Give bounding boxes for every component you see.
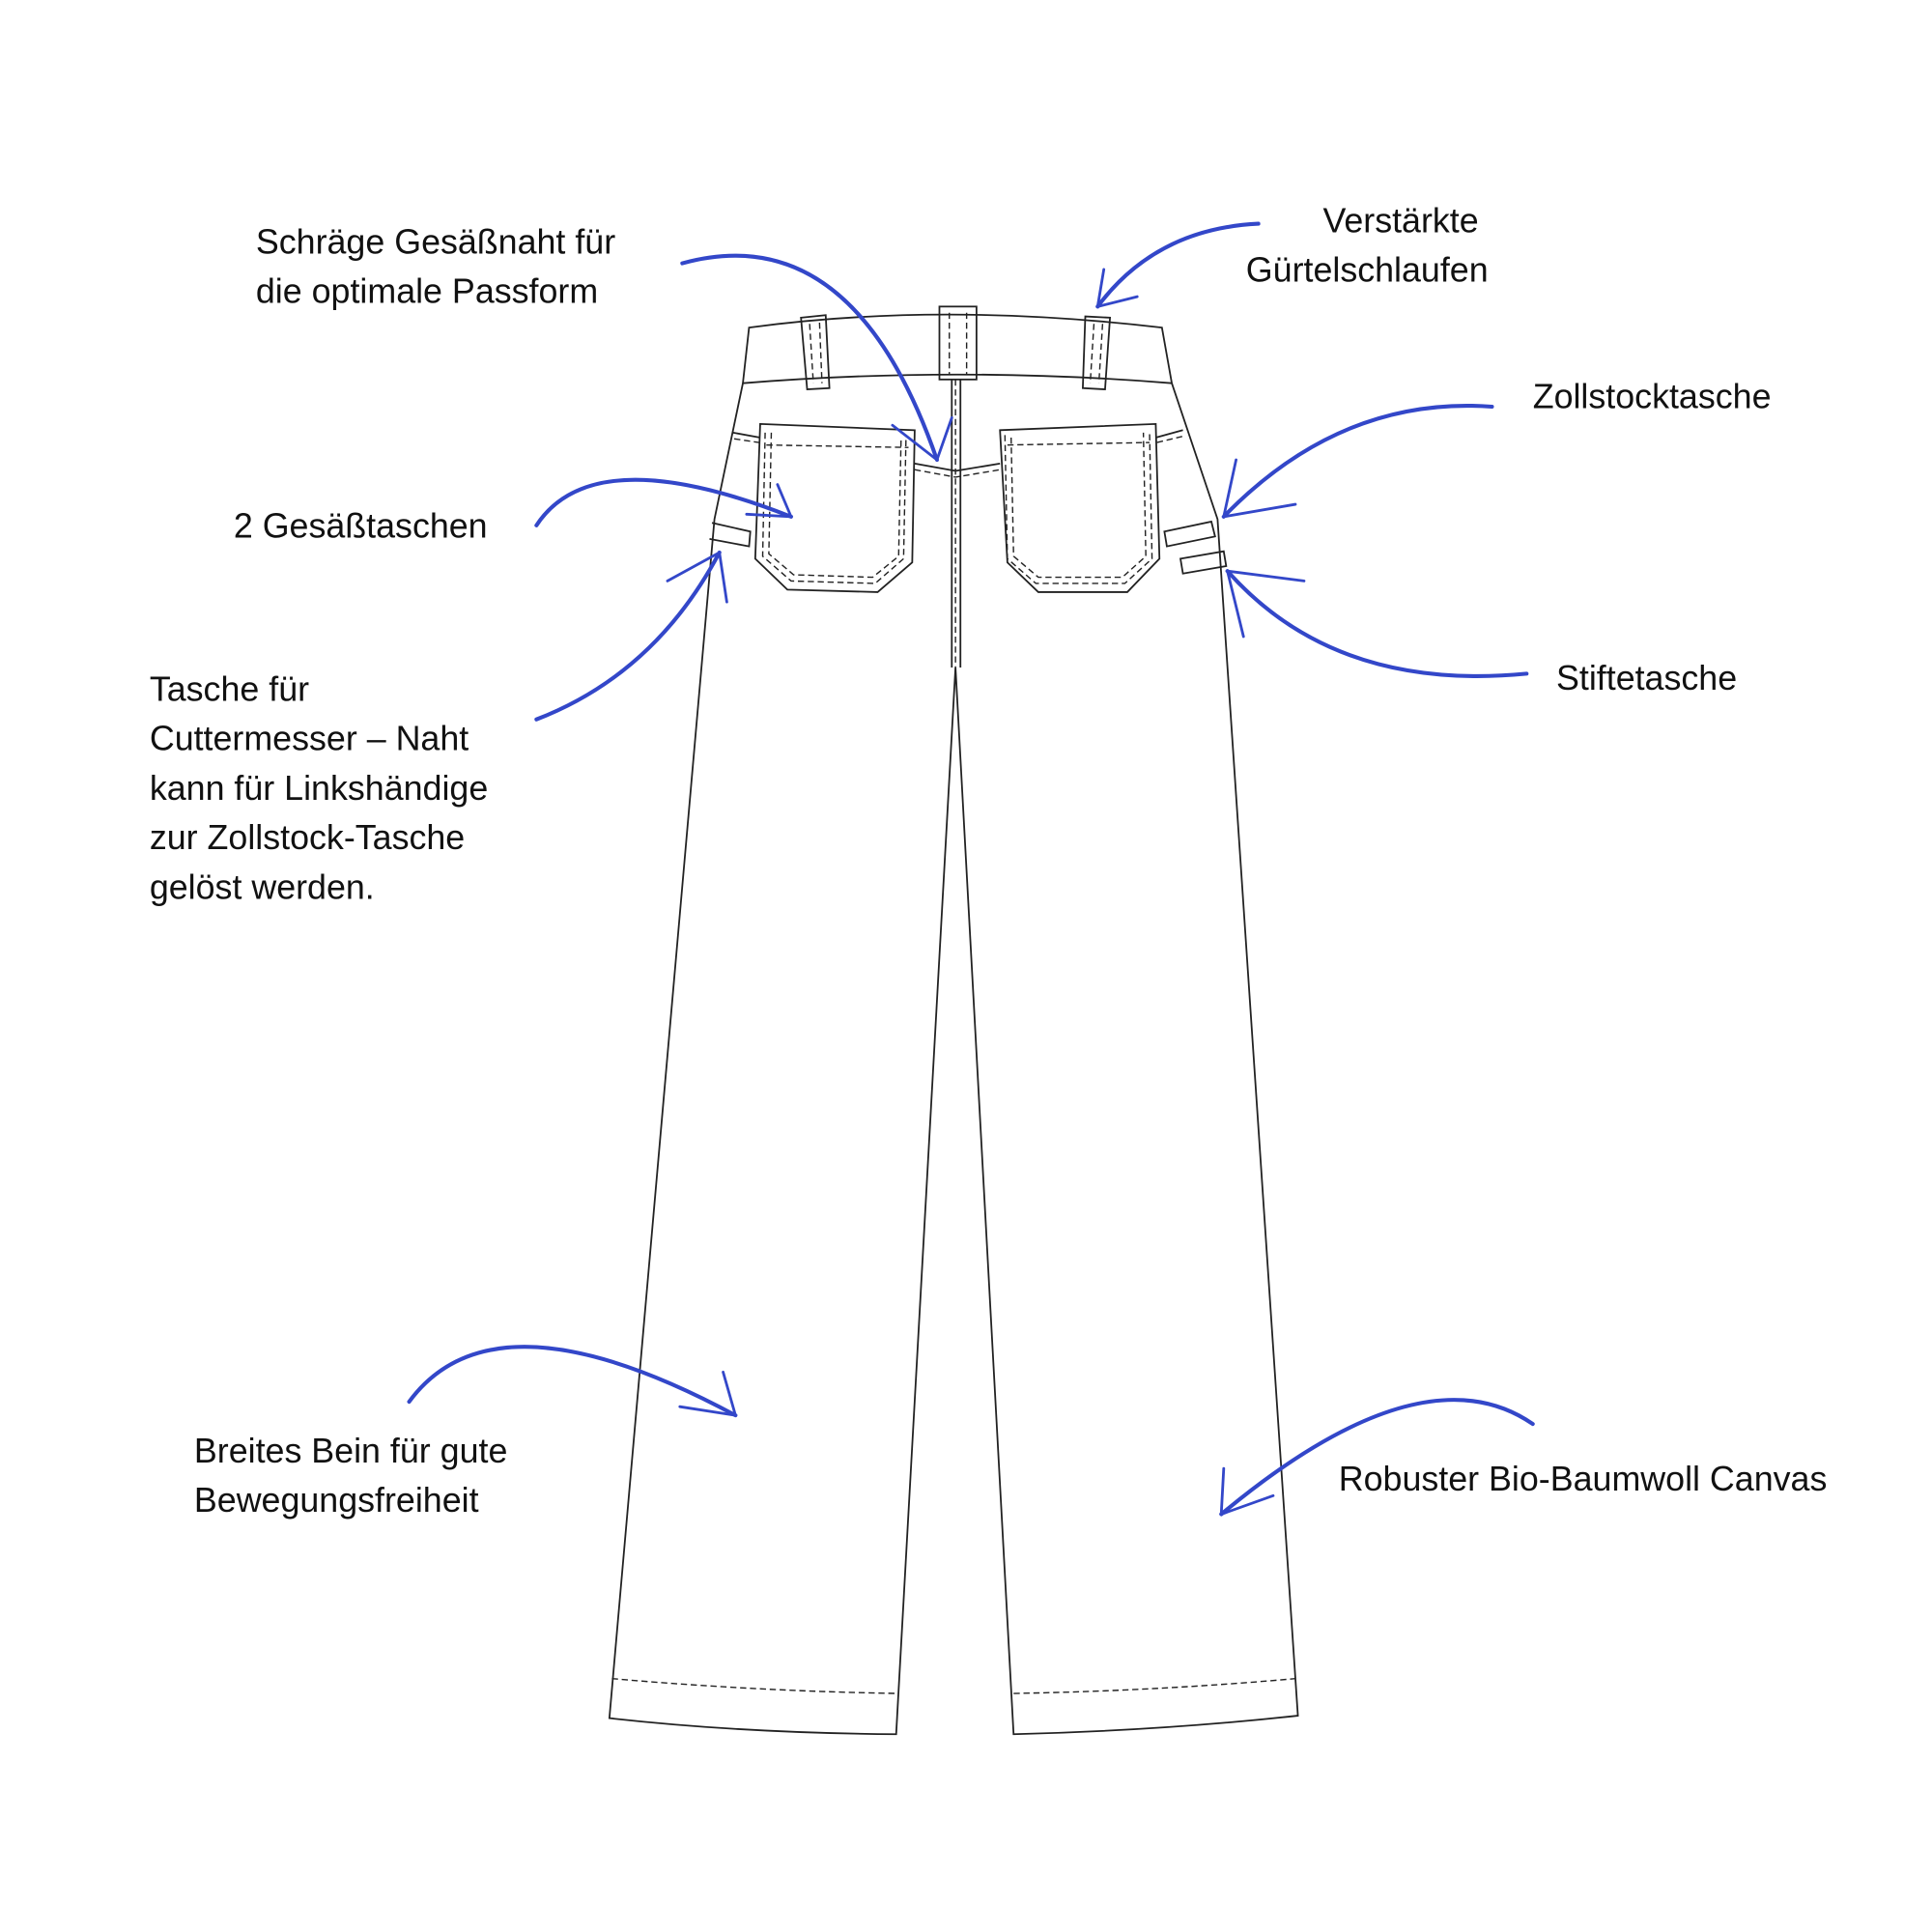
arrow-wide-leg: [407, 1345, 738, 1418]
arrow-pen-pocket: [1225, 569, 1529, 678]
arrow-head-knife-pocket: [666, 551, 728, 604]
hem-stitch-right: [1013, 1677, 1296, 1694]
labels: Schräge Gesäßnaht für die optimale Passf…: [150, 202, 1828, 1520]
arrow-fabric: [1219, 1398, 1535, 1517]
back-pocket-right: [999, 422, 1161, 593]
arrow-knife-pocket: [534, 550, 722, 722]
arrow-head-back-pockets: [745, 483, 793, 519]
label-fabric: Robuster Bio-Baumwoll Canvas: [1339, 1460, 1828, 1498]
label-line: Cuttermesser – Naht: [150, 720, 469, 758]
label-line: zur Zollstock-Tasche: [150, 818, 465, 857]
label-ruler-pocket: Zollstocktasche: [1533, 377, 1772, 415]
label-line: Schräge Gesäßnaht für: [256, 222, 615, 261]
label-line: Zollstocktasche: [1533, 377, 1772, 415]
label-line: Stiftetasche: [1556, 659, 1737, 697]
arrow-ruler-pocket: [1221, 404, 1494, 519]
label-line: Robuster Bio-Baumwoll Canvas: [1339, 1460, 1828, 1498]
label-back-pockets: 2 Gesäßtaschen: [234, 507, 488, 546]
label-belt-loops: Verstärkte Gürtelschlaufen: [1246, 202, 1489, 290]
label-wide-leg: Breites Bein für gute Bewegungsfreiheit: [194, 1432, 517, 1520]
back-pocket-left: [753, 422, 916, 593]
side-tabs: [709, 520, 1228, 575]
label-line: Bewegungsfreiheit: [194, 1481, 479, 1520]
arrow-head-seat-seam: [891, 416, 953, 462]
label-line: kann für Linkshändige: [150, 769, 488, 808]
center-seam: [951, 379, 962, 668]
label-line: 2 Gesäßtaschen: [234, 507, 488, 546]
annotation-arrows: [407, 221, 1535, 1517]
yoke: [732, 429, 1183, 478]
arrow-back-pockets: [534, 477, 793, 527]
arrow-head-pen-pocket: [1226, 569, 1306, 639]
pants-outline: [608, 383, 1299, 1736]
label-line: Gürtelschlaufen: [1246, 251, 1489, 290]
waistband: [742, 313, 1174, 384]
belt-loops: [800, 305, 1112, 391]
label-line: Breites Bein für gute: [194, 1432, 507, 1470]
label-knife-pocket: Tasche für Cuttermesser – Naht kann für …: [150, 670, 497, 907]
arrow-head-belt-loops: [1095, 268, 1139, 308]
arrow-seat-seam: [680, 253, 939, 463]
arrow-head-fabric: [1219, 1466, 1275, 1516]
label-line: gelöst werden.: [150, 867, 375, 906]
pants-drawing: [608, 305, 1299, 1736]
arrow-head-wide-leg: [678, 1370, 737, 1417]
arrow-belt-loops: [1095, 221, 1261, 309]
label-line: Verstärkte: [1322, 202, 1478, 241]
label-line: Tasche für: [150, 670, 309, 709]
hem-stitch-left: [611, 1677, 896, 1694]
label-line: die optimale Passform: [256, 271, 598, 310]
label-seat-seam: Schräge Gesäßnaht für die optimale Passf…: [256, 222, 625, 310]
arrow-head-ruler-pocket: [1222, 458, 1297, 519]
label-pen-pocket: Stiftetasche: [1556, 659, 1737, 697]
